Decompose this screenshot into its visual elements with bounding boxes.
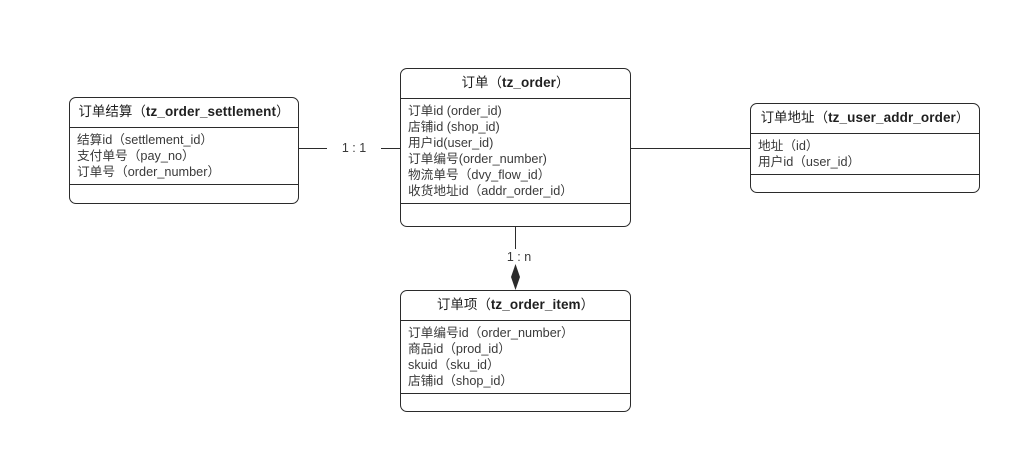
attribute-row: 收货地址id（addr_order_id）: [408, 183, 573, 198]
entity-name-cn: 订单项: [436, 297, 478, 312]
attribute-row: 订单编号(order_number): [408, 151, 547, 166]
entity-order-item[interactable]: 订单项（tz_order_item） 订单编号id（order_number） …: [400, 290, 631, 412]
entity-attributes-user-addr-order: 地址（id） 用户id（user_id）: [751, 134, 979, 175]
entity-title-user-addr-order: 订单地址（tz_user_addr_order）: [751, 104, 979, 134]
cardinality-label-settlement-order: 1 : 1: [327, 140, 381, 156]
entity-name-cn: 订单地址: [760, 110, 815, 125]
entity-order[interactable]: 订单（tz_order） 订单id (order_id) 店铺id (shop_…: [400, 68, 631, 227]
entity-title-order-item: 订单项（tz_order_item）: [401, 291, 630, 321]
filled-diamond-arrow-icon: [508, 264, 523, 295]
entity-table-name: tz_order: [501, 75, 557, 90]
entity-table-name: tz_order_item: [490, 297, 581, 312]
entity-title-order: 订单（tz_order）: [401, 69, 630, 99]
attribute-row: 订单号（order_number）: [77, 164, 221, 179]
attribute-row: 物流单号（dvy_flow_id）: [408, 167, 551, 182]
attribute-row: 订单id (order_id): [408, 103, 502, 118]
entity-user-addr-order[interactable]: 订单地址（tz_user_addr_order） 地址（id） 用户id（use…: [750, 103, 980, 193]
attribute-row: skuid（sku_id）: [408, 357, 500, 372]
attribute-row: 店铺id (shop_id): [408, 119, 500, 134]
entity-footer-order-settlement: [70, 185, 298, 211]
entity-attributes-order: 订单id (order_id) 店铺id (shop_id) 用户id(user…: [401, 99, 630, 204]
attribute-row: 订单编号id（order_number）: [408, 325, 574, 340]
entity-name-cn: 订单结算: [78, 104, 133, 119]
connector-order-address: [631, 148, 750, 149]
attribute-row: 地址（id）: [758, 138, 819, 153]
cardinality-label-order-item: 1 : n: [492, 249, 546, 265]
entity-attributes-order-settlement: 结算id（settlement_id） 支付单号（pay_no） 订单号（ord…: [70, 128, 298, 185]
entity-footer-user-addr-order: [751, 175, 979, 201]
attribute-row: 结算id（settlement_id）: [77, 132, 214, 147]
attribute-row: 用户id（user_id）: [758, 154, 861, 169]
entity-attributes-order-item: 订单编号id（order_number） 商品id（prod_id） skuid…: [401, 321, 630, 394]
entity-footer-order-item: [401, 394, 630, 420]
attribute-row: 商品id（prod_id）: [408, 341, 511, 356]
entity-table-name: tz_user_addr_order: [828, 110, 956, 125]
entity-table-name: tz_order_settlement: [145, 104, 277, 119]
connector-order-item-line: [515, 227, 516, 263]
attribute-row: 用户id(user_id): [408, 135, 494, 150]
entity-title-order-settlement: 订单结算（tz_order_settlement）: [70, 98, 298, 128]
entity-order-settlement[interactable]: 订单结算（tz_order_settlement） 结算id（settlemen…: [69, 97, 299, 204]
entity-footer-order: [401, 204, 630, 230]
entity-name-cn: 订单: [461, 75, 489, 90]
attribute-row: 支付单号（pay_no）: [77, 148, 195, 163]
attribute-row: 店铺id（shop_id）: [408, 373, 514, 388]
